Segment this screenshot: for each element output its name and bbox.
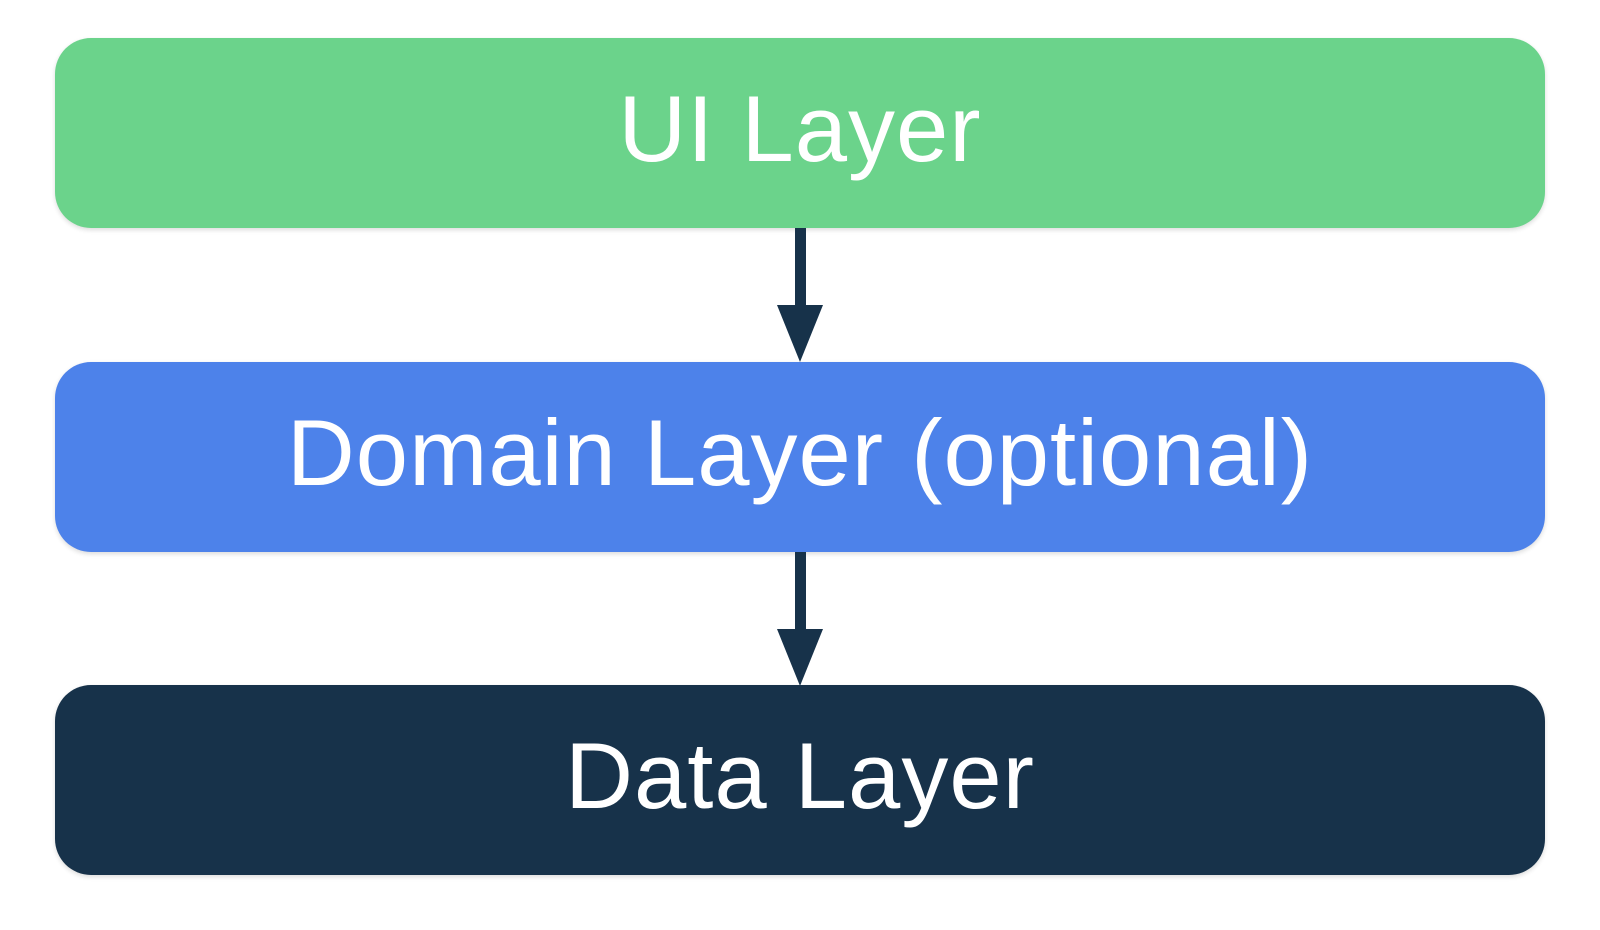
- layer-label-data: Data Layer: [565, 723, 1035, 828]
- arrow-head: [777, 305, 823, 362]
- layer-box-domain: Domain Layer (optional): [55, 362, 1545, 552]
- layer-box-ui: UI Layer: [55, 38, 1545, 228]
- arrow-shaft: [794, 228, 806, 305]
- arrow-down-icon-domain-to-data: [55, 552, 1545, 686]
- arrow-down-icon-ui-to-domain: [55, 228, 1545, 362]
- arrow-head: [777, 629, 823, 686]
- layer-label-ui: UI Layer: [618, 76, 982, 181]
- arrow-shaft: [794, 552, 806, 629]
- layer-label-domain: Domain Layer (optional): [286, 400, 1314, 505]
- layer-box-data: Data Layer: [55, 685, 1545, 875]
